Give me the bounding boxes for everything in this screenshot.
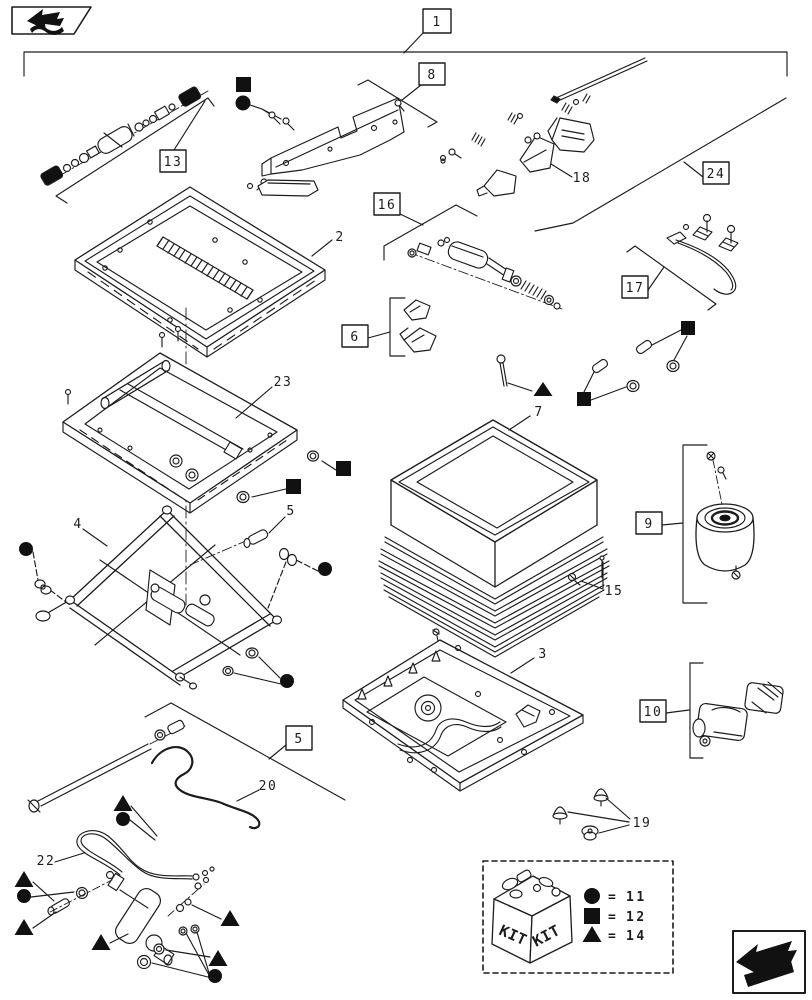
kit-box-icon: KIT KIT <box>491 869 573 964</box>
svg-text:12: 12 <box>626 910 647 925</box>
svg-text:7: 7 <box>534 405 543 420</box>
markers-air-spring <box>14 871 240 983</box>
callout-17[interactable]: 17 <box>621 266 665 299</box>
legend-row-square: = 12 <box>584 908 647 925</box>
svg-text:6: 6 <box>350 330 359 345</box>
svg-text:22: 22 <box>37 854 56 869</box>
kit-marker-circle <box>235 95 295 131</box>
part-shock-kit-13 <box>40 86 215 204</box>
svg-text:17: 17 <box>626 281 645 296</box>
svg-text:11: 11 <box>626 890 647 905</box>
svg-text:18: 18 <box>573 171 592 186</box>
callout-13[interactable]: 13 <box>159 100 206 173</box>
svg-text:15: 15 <box>605 584 624 599</box>
svg-text:=: = <box>608 929 616 944</box>
callout-16[interactable]: 16 <box>373 192 424 226</box>
part-label-4[interactable]: 4 <box>73 517 108 547</box>
svg-text:13: 13 <box>164 155 183 170</box>
triangle-marker <box>582 926 602 942</box>
part-base-plate-3 <box>342 628 584 792</box>
part-wire-rod-17 <box>626 213 739 311</box>
cotter-pin-marker <box>496 354 553 396</box>
bushing-markers-23 <box>236 450 351 504</box>
kit-marker-square <box>236 77 251 92</box>
part-latch-group-18 <box>439 93 595 197</box>
svg-text:=: = <box>608 890 616 905</box>
page-forward-arrow-icon <box>736 941 797 987</box>
part-bellows-7 <box>378 419 610 658</box>
legend-row-circle: = 11 <box>584 888 647 905</box>
part-guides-6 <box>389 297 437 357</box>
part-label-19[interactable]: 19 <box>567 797 652 834</box>
part-pin-5 <box>189 529 269 566</box>
part-label-23[interactable]: 23 <box>235 375 293 419</box>
part-small-angle-bracket <box>246 179 319 197</box>
part-wire-spring-20 <box>150 746 261 830</box>
callout-10[interactable]: 10 <box>639 699 690 723</box>
part-rod-kit-5 <box>27 702 346 813</box>
scissor-bushing-markers <box>19 542 332 688</box>
part-air-spring-22 <box>47 830 215 970</box>
svg-text:=: = <box>608 910 616 925</box>
part-label-22[interactable]: 22 <box>37 852 85 869</box>
callout-24[interactable]: 24 <box>683 161 730 185</box>
svg-text:5: 5 <box>286 504 295 519</box>
part-label-18[interactable]: 18 <box>550 163 592 186</box>
part-suspension-frame-23 <box>62 307 298 606</box>
callout-9[interactable]: 9 <box>635 511 684 535</box>
part-bumpers-19 <box>552 788 609 841</box>
svg-text:19: 19 <box>633 816 652 831</box>
callout-1[interactable]: 1 <box>403 8 452 54</box>
svg-text:16: 16 <box>378 198 397 213</box>
callout-6[interactable]: 6 <box>341 324 391 348</box>
markers-above-hose <box>113 795 158 841</box>
svg-text:3: 3 <box>538 647 547 662</box>
svg-text:20: 20 <box>259 779 278 794</box>
svg-text:9: 9 <box>644 517 653 532</box>
svg-text:1: 1 <box>432 15 441 30</box>
svg-text:24: 24 <box>707 167 726 182</box>
page-forward-button[interactable] <box>732 930 806 994</box>
part-label-2[interactable]: 2 <box>311 230 345 257</box>
part-label-20[interactable]: 20 <box>236 779 278 802</box>
part-bracket-plate-8 <box>256 79 462 191</box>
callout-8[interactable]: 8 <box>401 62 446 101</box>
bolt-bushing-markers-mid <box>577 321 695 406</box>
part-roller-9 <box>682 444 755 604</box>
diagram-border <box>23 51 788 77</box>
svg-text:23: 23 <box>274 375 293 390</box>
group-24-bracket <box>534 97 787 232</box>
page-back-arrow-icon <box>27 9 64 35</box>
kit-legend-box: KIT KIT = 11 = 12 = 14 <box>482 860 674 974</box>
part-compressor-10 <box>689 662 784 759</box>
part-screws-15 <box>567 555 605 589</box>
part-label-5-plain[interactable]: 5 <box>268 504 296 534</box>
svg-text:8: 8 <box>427 68 436 83</box>
part-label-3[interactable]: 3 <box>510 647 548 674</box>
square-marker <box>584 908 600 924</box>
page-back-button[interactable] <box>11 6 92 35</box>
svg-text:4: 4 <box>73 517 82 532</box>
svg-text:14: 14 <box>626 929 647 944</box>
part-scissor-4 <box>35 505 283 690</box>
circle-marker <box>584 888 600 904</box>
legend-row-triangle: = 14 <box>582 926 647 944</box>
part-seat-frame-2 <box>74 186 326 358</box>
part-label-7[interactable]: 7 <box>508 405 544 431</box>
svg-text:2: 2 <box>335 230 344 245</box>
part-long-rod <box>550 57 648 104</box>
svg-text:5: 5 <box>294 732 303 747</box>
part-label-15[interactable]: 15 <box>580 580 624 599</box>
callout-5[interactable]: 5 <box>268 725 313 760</box>
part-damper-16 <box>383 204 563 310</box>
svg-text:10: 10 <box>644 705 663 720</box>
